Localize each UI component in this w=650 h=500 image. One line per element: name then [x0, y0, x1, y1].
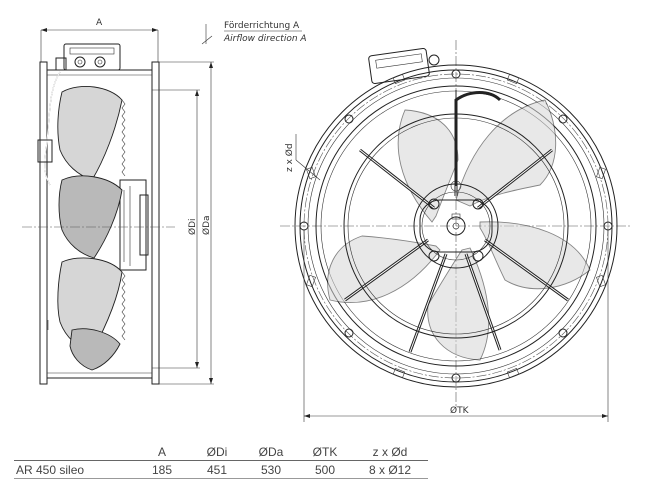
- table-cell-a: 185: [151, 462, 173, 477]
- dimension-table: A ØDi ØDa ØTK z x Ød AR 450 sileo 185 45…: [14, 444, 428, 479]
- table-header-tk: ØTK: [312, 444, 338, 459]
- table-cell-di: 451: [206, 462, 228, 477]
- table-header-holes: z x Ød: [372, 444, 408, 459]
- dimension-label-holes: z x Ød: [284, 143, 295, 172]
- table-header-da: ØDa: [258, 444, 284, 459]
- table-cell-tk: 500: [314, 462, 336, 477]
- side-view: A: [22, 18, 214, 385]
- table-cell-model: AR 450 sileo: [16, 462, 85, 477]
- table-header-row: A ØDi ØDa ØTK z x Ød: [14, 444, 428, 461]
- airflow-note: Förderrichtung A Airflow direction A: [201, 21, 307, 45]
- airflow-english: Airflow direction A: [223, 34, 307, 44]
- table-cell-holes: 8 x Ø12: [368, 462, 412, 477]
- fan-technical-drawing: A: [22, 18, 632, 422]
- table-header-di: ØDi: [206, 444, 228, 459]
- flange-holes: [299, 69, 613, 383]
- table-header-model: [14, 444, 134, 461]
- dimension-label-di: ØDi: [187, 218, 198, 235]
- airflow-german: Förderrichtung A: [224, 21, 300, 31]
- front-view: z x Ød ØTK: [280, 40, 632, 422]
- dimension-label-tk: ØTK: [450, 405, 470, 416]
- table-cell-da: 530: [260, 462, 282, 477]
- table-header-a: A: [157, 444, 166, 459]
- impeller-blades: [327, 99, 591, 361]
- dimension-label-da: ØDa: [201, 215, 212, 235]
- table-row: AR 450 sileo 185 451 530 500 8 x Ø12: [14, 460, 428, 479]
- dimension-label-a-top: A: [96, 18, 103, 28]
